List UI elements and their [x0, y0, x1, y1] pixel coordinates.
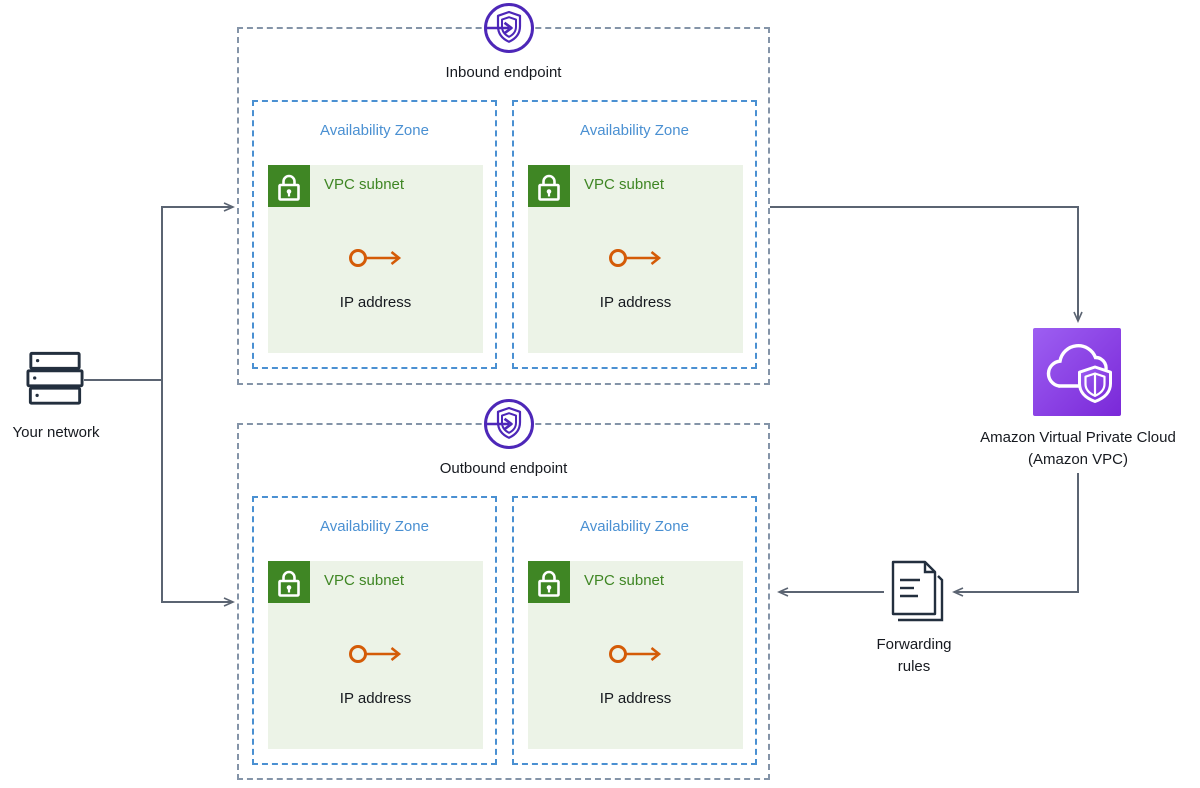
vpc-subnet-box: VPC subnet IP address: [528, 561, 743, 749]
availability-zone-box: Availability Zone VPC subnet IP address: [252, 100, 497, 369]
availability-zone-label: Availability Zone: [320, 518, 429, 535]
vpc-subnet-label: VPC subnet: [324, 572, 405, 589]
availability-zone-box: Availability Zone VPC subnet IP address: [512, 100, 757, 369]
ip-address-icon: [348, 249, 401, 267]
vpc-subnet-lock-icon: [268, 561, 310, 603]
ip-address-icon: [608, 645, 661, 663]
ip-address-label: IP address: [339, 690, 412, 707]
vpc-subnet-box: VPC subnet IP address: [528, 165, 743, 353]
forwarding-rules-document-icon: [891, 560, 944, 622]
availability-zone-label: Availability Zone: [580, 518, 689, 535]
vpc-subnet-label: VPC subnet: [584, 572, 665, 589]
your-network-label: Your network: [12, 424, 100, 441]
ip-address-icon: [348, 645, 401, 663]
inbound-endpoint-icon: [484, 3, 534, 53]
availability-zone-box: Availability Zone VPC subnet IP address: [252, 496, 497, 765]
forwarding-rules-label-line1: Forwarding: [876, 636, 952, 653]
vpc-subnet-label: VPC subnet: [584, 176, 665, 193]
vpc-subnet-label: VPC subnet: [324, 176, 405, 193]
vpc-subnet-lock-icon: [268, 165, 310, 207]
amazon-vpc-label-line2: (Amazon VPC): [1027, 451, 1129, 468]
ip-address-icon: [608, 249, 661, 267]
outbound-endpoint-label: Outbound endpoint: [439, 460, 568, 477]
vpc-subnet-lock-icon: [528, 561, 570, 603]
ip-address-label: IP address: [599, 294, 672, 311]
inbound-endpoint-label: Inbound endpoint: [445, 64, 562, 81]
amazon-vpc-label: Amazon Virtual Private Cloud (Amazon VPC…: [958, 427, 1198, 471]
availability-zone-label: Availability Zone: [320, 122, 429, 139]
vpc-subnet-box: VPC subnet IP address: [268, 561, 483, 749]
outbound-endpoint-icon: [484, 399, 534, 449]
ip-address-label: IP address: [599, 690, 672, 707]
vpc-subnet-box: VPC subnet IP address: [268, 165, 483, 353]
forwarding-rules-label: Forwarding rules: [854, 634, 974, 678]
ip-address-label: IP address: [339, 294, 412, 311]
amazon-vpc-icon: [1033, 328, 1121, 416]
availability-zone-label: Availability Zone: [580, 122, 689, 139]
vpc-subnet-lock-icon: [528, 165, 570, 207]
forwarding-rules-label-line2: rules: [897, 658, 931, 675]
your-network-server-icon: [26, 351, 84, 405]
amazon-vpc-label-line1: Amazon Virtual Private Cloud: [980, 429, 1176, 446]
availability-zone-box: Availability Zone VPC subnet IP address: [512, 496, 757, 765]
